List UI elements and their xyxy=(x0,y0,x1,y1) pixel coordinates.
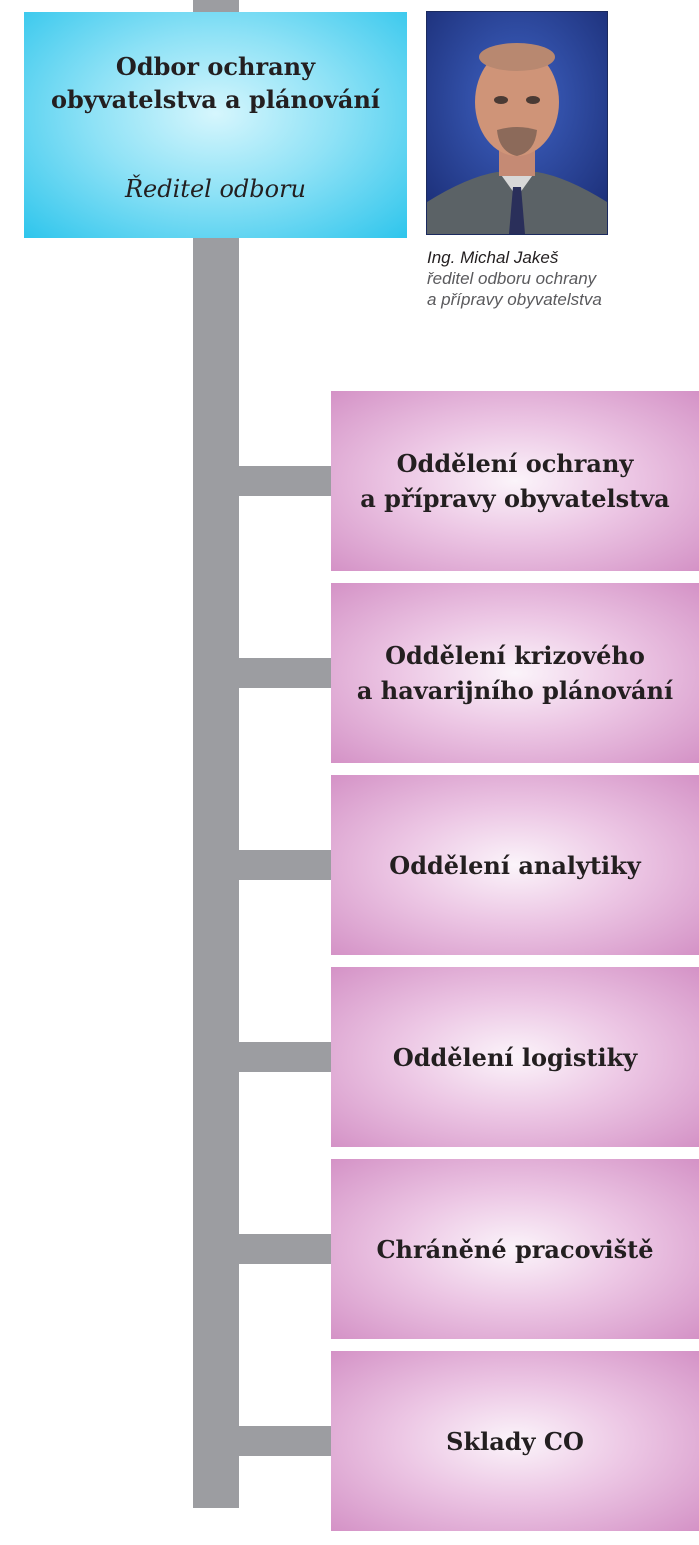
connector-branch-5 xyxy=(239,1234,331,1264)
director-box: Odbor ochrany obyvatelstva a plánování Ř… xyxy=(24,12,407,238)
connector-branch-3 xyxy=(239,850,331,880)
director-role: Ředitel odboru xyxy=(124,175,307,203)
dept-box-analytiky: Oddělení analytiky xyxy=(331,775,699,955)
connector-branch-6 xyxy=(239,1426,331,1456)
director-unit-name: Odbor ochrany obyvatelstva a plánování xyxy=(50,52,381,114)
connector-trunk xyxy=(193,236,239,1508)
person-caption: Ing. Michal Jakeš ředitel odboru ochrany… xyxy=(427,247,602,310)
connector-branch-2 xyxy=(239,658,331,688)
dept-box-krizoveho: Oddělení krizového a havarijního plánová… xyxy=(331,583,699,763)
dept-box-ochrany: Oddělení ochrany a přípravy obyvatelstva xyxy=(331,391,699,571)
connector-trunk-top xyxy=(193,0,239,12)
director-photo xyxy=(426,11,608,235)
dept-box-chranene: Chráněné pracoviště xyxy=(331,1159,699,1339)
dept-box-logistiky: Oddělení logistiky xyxy=(331,967,699,1147)
dept-box-sklady: Sklady CO xyxy=(331,1351,699,1531)
person-title-line2: a přípravy obyvatelstva xyxy=(427,290,602,309)
connector-branch-1 xyxy=(239,466,331,496)
connector-branch-4 xyxy=(239,1042,331,1072)
person-name: Ing. Michal Jakeš xyxy=(427,248,559,267)
person-title-line1: ředitel odboru ochrany xyxy=(427,269,597,288)
